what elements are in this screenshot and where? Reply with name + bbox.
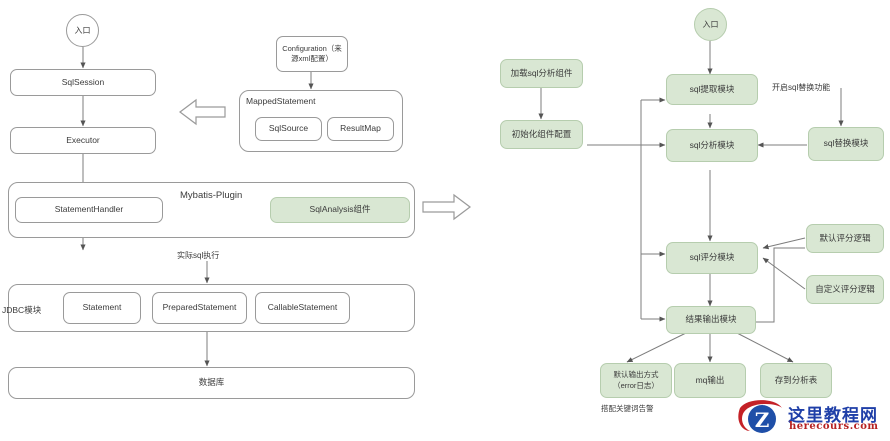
node-custom-score-logic[interactable]: 自定义评分逻辑 [806,275,884,304]
node-init-config[interactable]: 初始化组件配置 [500,120,583,149]
node-preparedstatement[interactable]: PreparedStatement [152,292,247,324]
node-sql-analyze-label: sql分析模块 [689,139,735,150]
node-sql-score[interactable]: sql评分模块 [666,242,758,274]
node-default-score-logic-label: 默认评分逻辑 [819,232,871,243]
watermark-domain: herecours.com [789,421,879,432]
node-result-output-label: 结果输出模块 [685,314,737,325]
edge-label-enable-replace: 开启sql替换功能 [771,82,832,93]
node-sqlanalysis-component-label: SqlAnalysis组件 [309,204,371,215]
right-entry-node: 入口 [694,8,727,41]
watermark-logo-letter: Z [755,408,770,432]
group-mybatis-plugin-label: Mybatis-Plugin [180,190,243,201]
node-configuration[interactable]: Configuration（来源xml配置） [276,36,348,72]
right-block-arrow-icon [422,193,471,221]
node-save-table[interactable]: 存到分析表 [760,363,832,398]
node-sql-extract[interactable]: sql提取模块 [666,74,758,105]
node-resultmap-label: ResultMap [340,123,381,134]
edge-label-actual-sql: 实际sql执行 [176,250,221,261]
node-database-label: 数据库 [198,377,225,388]
node-load-component[interactable]: 加载sql分析组件 [500,59,583,88]
node-result-output[interactable]: 结果输出模块 [666,306,756,334]
node-custom-score-logic-label: 自定义评分逻辑 [815,283,875,294]
left-block-arrow-icon [179,98,226,126]
node-sqlsession-label: SqlSession [61,76,105,87]
node-database[interactable]: 数据库 [8,367,415,399]
group-mappedstatement-label: MappedStatement [246,96,316,106]
left-entry-node: 入口 [66,14,99,47]
node-default-output[interactable]: 默认输出方式 （error日志） [600,363,672,398]
node-sqlsource[interactable]: SqlSource [255,117,322,141]
node-sql-replace-label: sql替换模块 [823,138,869,149]
watermark-logo-icon: Z [738,400,782,433]
node-configuration-label: Configuration（来源xml配置） [282,43,342,63]
node-sql-replace[interactable]: sql替换模块 [808,127,884,161]
node-default-score-logic[interactable]: 默认评分逻辑 [806,224,884,253]
node-sql-score-label: sql评分模块 [689,252,735,263]
node-statementhandler-label: StatementHandler [54,204,124,215]
node-statement[interactable]: Statement [63,292,141,324]
node-mq-output-label: mq输出 [695,374,725,385]
group-jdbc-label: JDBC模块 [2,305,42,315]
left-entry-label: 入口 [74,26,91,35]
node-sqlsession[interactable]: SqlSession [10,69,156,96]
node-callablestatement-label: CallableStatement [267,302,338,313]
node-sql-analyze[interactable]: sql分析模块 [666,129,758,162]
node-sqlsource-label: SqlSource [268,123,309,134]
node-preparedstatement-label: PreparedStatement [162,302,237,313]
node-resultmap[interactable]: ResultMap [327,117,394,141]
node-save-table-label: 存到分析表 [774,374,818,385]
caption-alarm: 搭配关键词告警 [601,404,654,413]
node-statementhandler[interactable]: StatementHandler [15,197,163,223]
node-executor-label: Executor [66,134,100,145]
right-entry-label: 入口 [702,20,719,29]
node-callablestatement[interactable]: CallableStatement [255,292,350,324]
watermark: Z 这里教程网 herecours.com [736,399,886,439]
node-init-config-label: 初始化组件配置 [511,128,572,139]
node-statement-label: Statement [82,302,122,313]
node-load-component-label: 加载sql分析组件 [510,67,573,78]
node-sql-extract-label: sql提取模块 [689,83,735,94]
node-sqlanalysis-component[interactable]: SqlAnalysis组件 [270,197,410,223]
node-executor[interactable]: Executor [10,127,156,154]
node-mq-output[interactable]: mq输出 [674,363,746,398]
node-default-output-label: 默认输出方式 （error日志） [613,370,659,390]
watermark-title: 这里教程网 [788,406,878,426]
